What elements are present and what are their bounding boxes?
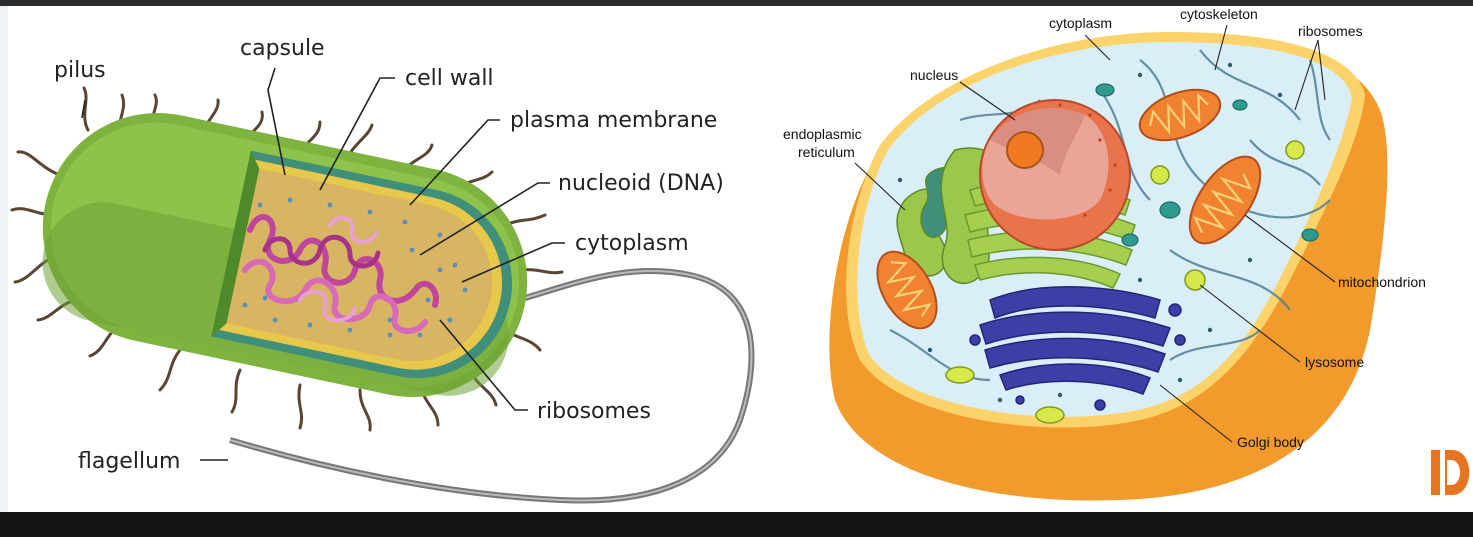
publisher-logo	[1431, 450, 1469, 495]
nucleus	[980, 100, 1130, 250]
label-capsule: capsule	[240, 36, 325, 61]
label-nucleus: nucleus	[910, 67, 958, 83]
prokaryotic-cell: pilus capsule cell wall plasma membrane …	[12, 36, 752, 501]
label-plasma-membrane: plasma membrane	[510, 108, 717, 133]
label-lysosome: lysosome	[1305, 354, 1364, 370]
label-cell-wall: cell wall	[405, 66, 494, 91]
label-nucleoid: nucleoid (DNA)	[558, 171, 724, 196]
label-cytoskeleton: cytoskeleton	[1180, 6, 1258, 22]
nucleolus	[1007, 132, 1043, 168]
eukaryotic-cell: cytoplasm cytoskeleton ribosomes nucleus…	[783, 6, 1426, 500]
label-golgi-body: Golgi body	[1237, 434, 1304, 450]
label-cytoplasm-eukaryote: cytoplasm	[1049, 15, 1112, 31]
label-ribosomes-prokaryote: ribosomes	[537, 399, 651, 424]
label-cytoplasm-prokaryote: cytoplasm	[575, 231, 689, 256]
label-flagellum: flagellum	[78, 449, 180, 474]
label-ribosomes-eukaryote: ribosomes	[1298, 23, 1363, 39]
label-mitochondrion: mitochondrion	[1338, 274, 1426, 290]
label-pilus: pilus	[54, 58, 106, 83]
label-endoplasmic: endoplasmic	[783, 126, 862, 142]
label-reticulum: reticulum	[798, 144, 855, 160]
